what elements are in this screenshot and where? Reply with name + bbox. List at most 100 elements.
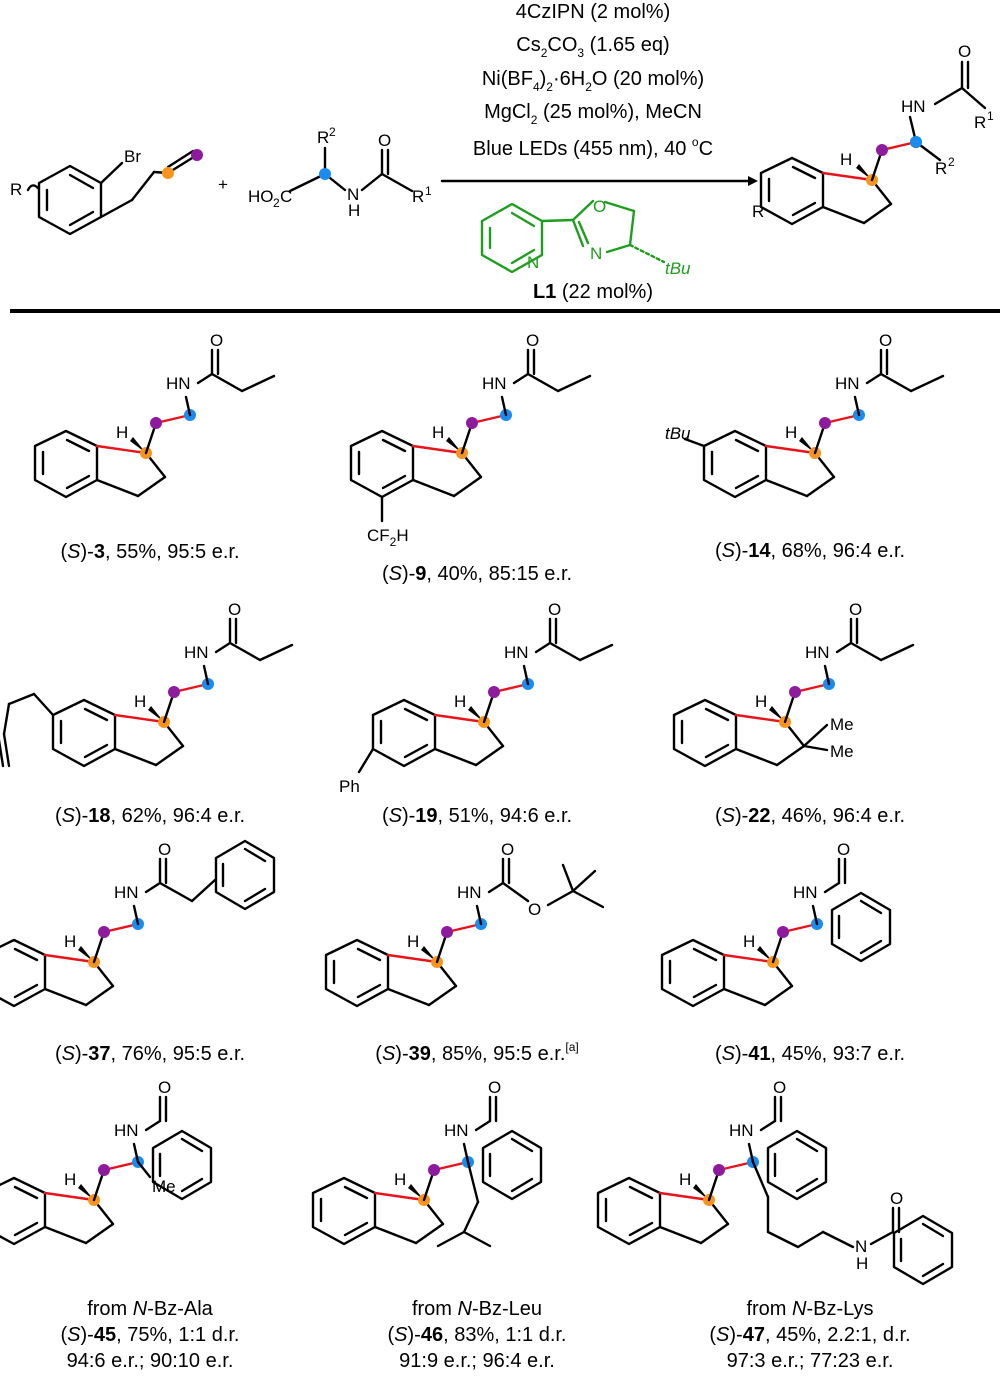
yield-caption: (S)-19, 51%, 94:6 e.r.	[382, 805, 572, 827]
stereo-h-label: H	[454, 692, 466, 711]
svg-text:2: 2	[329, 125, 336, 139]
svg-text:O: O	[378, 131, 391, 150]
phenyl-ring	[892, 1214, 954, 1286]
stereo-linker	[435, 916, 489, 964]
stereo-h-label: H	[394, 1170, 406, 1189]
base-line: Cs2CO3 (1.65 eq)	[516, 34, 669, 60]
amino-acid-reactant: R 2 HO 2 C N H O R 1	[248, 125, 432, 220]
carbonyl-o-label: O	[879, 331, 892, 350]
carbonyl-o-label: O	[849, 600, 862, 619]
stereo-linker	[162, 676, 216, 724]
compound-9: H HN O CF2H (S)-9, 40%, 85:15 e.r.	[349, 331, 592, 585]
stereo-linker	[707, 1154, 761, 1202]
bromo-label: Br	[124, 147, 141, 166]
carbonyl-o-label: O	[890, 1189, 903, 1208]
svg-text:N: N	[590, 244, 602, 263]
nh-label: HN	[729, 1121, 754, 1140]
stereo-linker	[422, 1154, 476, 1202]
reaction-conditions: 4CzIPN (2 mol%) Cs2CO3 (1.65 eq) Ni(BF4)…	[473, 1, 713, 160]
carbonyl-o-label: O	[228, 600, 241, 619]
svg-text:C: C	[280, 187, 292, 206]
compound-3: H HN O (S)-3, 55%, 95:5 e.r.	[33, 331, 276, 563]
yield-caption: (S)-37, 76%, 95:5 e.r.	[55, 1043, 245, 1065]
svg-text:tBu: tBu	[665, 259, 691, 278]
indane-core	[33, 429, 167, 499]
plus-sign: +	[218, 175, 228, 194]
svg-text:R: R	[317, 128, 329, 147]
cf2h-label: CF2H	[367, 526, 409, 549]
r-substituent-label: R	[10, 180, 22, 199]
phenyl-ring	[766, 1129, 828, 1201]
yield-caption: (S)-41, 45%, 93:7 e.r.	[715, 1043, 905, 1065]
carbonyl-o-label: O	[488, 1078, 501, 1097]
yield-caption: (S)-47, 45%, 2.2:1, d.r.	[709, 1324, 910, 1346]
carbonyl-o-label: O	[210, 331, 223, 350]
stereo-linker	[813, 407, 867, 455]
yield-caption: (S)-45, 75%, 1:1 d.r.	[60, 1324, 239, 1346]
svg-text:R: R	[974, 113, 986, 132]
svg-text:2: 2	[948, 155, 955, 169]
carbonyl-o-label: O	[526, 331, 539, 350]
stereo-linker	[771, 916, 825, 964]
source-caption: from N-Bz-Leu	[412, 1298, 542, 1320]
nh-label: HN	[166, 374, 191, 393]
svg-text:N: N	[347, 185, 359, 204]
stereo-h-label: H	[116, 423, 128, 442]
svg-text:N: N	[527, 253, 539, 272]
indane-core	[311, 1176, 445, 1246]
nh-label: HN	[184, 643, 209, 662]
stereo-h-label: H	[432, 423, 444, 442]
source-caption: from N-Bz-Ala	[87, 1298, 213, 1320]
nh-label: HN	[482, 374, 507, 393]
nh-label: HN	[114, 1121, 139, 1140]
nh-label: HN	[444, 1121, 469, 1140]
general-product: HN O R 1 R 2 H R	[752, 42, 994, 226]
indane-core	[0, 1176, 115, 1246]
stereo-linker	[783, 676, 837, 724]
indane-core	[349, 429, 483, 499]
stereo-h-label: H	[785, 423, 797, 442]
nickel-line: Ni(BF4)2·6H2O (20 mol%)	[482, 68, 704, 94]
section-divider	[10, 309, 1000, 313]
source-caption: from N-Bz-Lys	[746, 1298, 873, 1320]
phenyl-label: Ph	[339, 777, 360, 796]
svg-text:O: O	[958, 42, 971, 61]
tbu-label: tBu	[665, 424, 691, 443]
methyl-label: Me	[152, 1177, 176, 1196]
yield-caption: (S)-14, 68%, 96:4 e.r.	[715, 540, 905, 562]
svg-text:O: O	[593, 197, 606, 216]
svg-text:R: R	[752, 202, 764, 221]
indane-core	[0, 938, 115, 1008]
nh-label: HN	[805, 643, 830, 662]
carbonyl-o-label: O	[501, 840, 514, 859]
indane-core	[51, 698, 185, 768]
nh-label: HN	[504, 643, 529, 662]
stereo-h-label: H	[755, 692, 767, 711]
stereo-linker	[144, 407, 198, 455]
stereo-h-label: H	[743, 932, 755, 951]
yield-caption: (S)-9, 40%, 85:15 e.r.	[382, 563, 572, 585]
svg-text:1: 1	[987, 109, 994, 123]
stereo-h-label: H	[134, 692, 146, 711]
ligand-label: L1 (22 mol%)	[533, 281, 653, 303]
yield-caption: (S)-3, 55%, 95:5 e.r.	[61, 541, 240, 563]
er-caption: 91:9 e.r.; 96:4 e.r.	[399, 1350, 555, 1372]
stereo-h-label: H	[64, 932, 76, 951]
phenyl-ring	[830, 891, 892, 963]
carbonyl-o-label: O	[158, 840, 171, 859]
svg-text:HN: HN	[901, 97, 926, 116]
phenyl-ring	[481, 1129, 543, 1201]
yield-caption: (S)-39, 85%, 95:5 e.r.[a]	[375, 1040, 578, 1065]
methyl-label: Me	[830, 742, 854, 761]
stereo-linker	[92, 1154, 146, 1202]
indane-core	[324, 938, 458, 1008]
svg-text:H: H	[348, 201, 360, 220]
svg-text:1: 1	[425, 184, 432, 198]
